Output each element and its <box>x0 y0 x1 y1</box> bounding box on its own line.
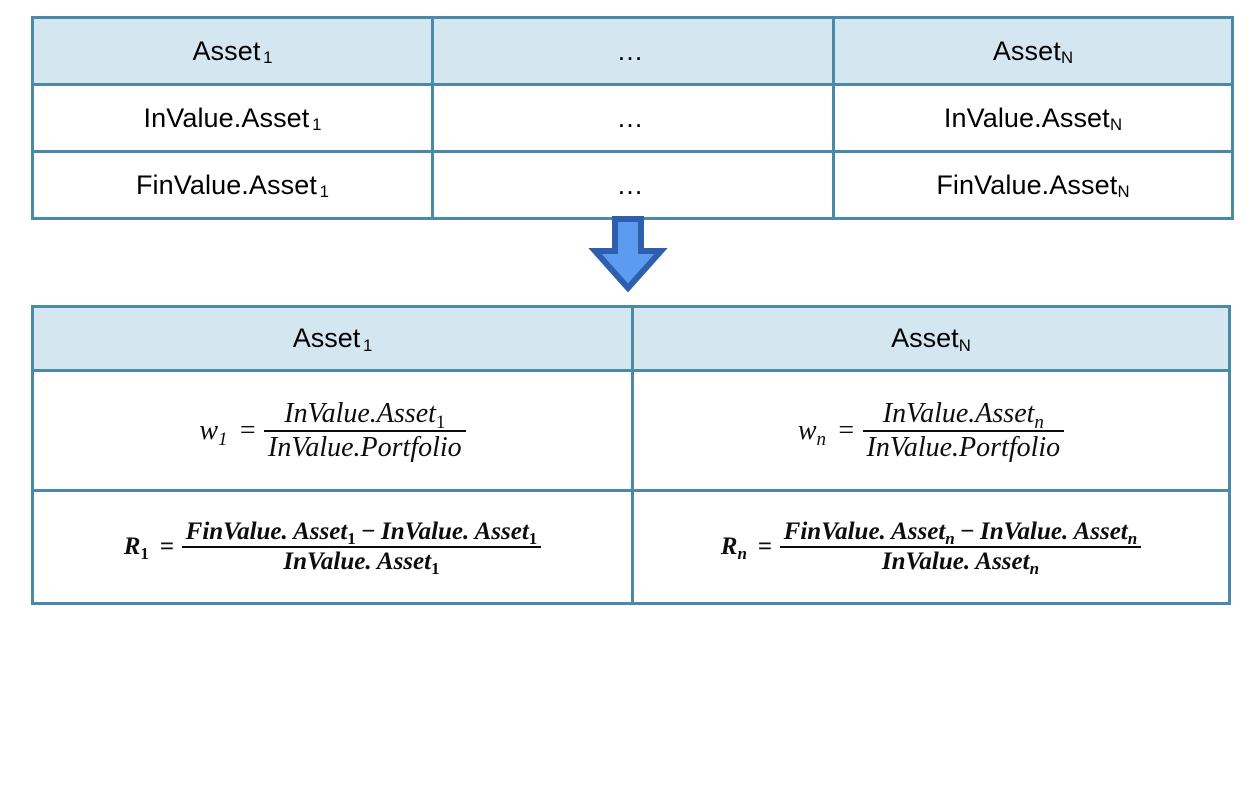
input-header-asset-1-subscript: 1 <box>263 48 273 68</box>
table-row: w1 = InValue.Asset1 InValue.Portfolio wn… <box>31 369 1231 492</box>
output-header-asset-1-base: Asset <box>292 323 361 353</box>
return-numerator-1: FinValue. Asset1−InValue. Asset1 <box>182 517 542 548</box>
weight-denominator-n: InValue.Portfolio <box>866 431 1061 463</box>
weight-numerator-text: InValue.Asset <box>284 398 436 430</box>
return-denominator-text: InValue. Asset <box>283 548 432 576</box>
fraction-bar <box>181 545 542 549</box>
input-header-asset-1-base: Asset <box>192 35 261 66</box>
weight-symbol: w <box>199 414 218 446</box>
invalue-ellipsis-cell: … <box>431 83 835 153</box>
output-header-asset-n-base: Asset <box>891 323 959 353</box>
return-numerator-left-subscript: n <box>945 528 955 548</box>
return-lhs-n: Rn <box>720 532 747 563</box>
input-header-ellipsis: … <box>431 16 835 86</box>
return-fraction-1: FinValue. Asset1−InValue. Asset1 InValue… <box>181 517 542 579</box>
equals-sign: = <box>838 414 855 446</box>
equals-sign: = <box>159 532 175 560</box>
ellipsis-icon: … <box>616 169 650 200</box>
return-lhs-1: R1 <box>123 532 149 563</box>
down-arrow-icon <box>588 216 668 293</box>
finvalue-asset-n-subscript: N <box>1117 182 1130 202</box>
weight-formula-asset-n-cell: wn = InValue.Assetn InValue.Portfolio <box>631 369 1231 492</box>
equals-sign: = <box>239 414 256 446</box>
return-denominator-subscript: 1 <box>431 559 440 579</box>
input-header-asset-n-subscript: N <box>1061 48 1074 68</box>
weight-numerator-subscript: 1 <box>435 411 446 433</box>
return-fraction-n: FinValue. Assetn−InValue. Assetn InValue… <box>779 517 1142 579</box>
weight-denominator-1: InValue.Portfolio <box>268 431 462 463</box>
finvalue-asset-n-base: FinValue.Asset <box>936 169 1118 200</box>
return-symbol: R <box>720 532 738 560</box>
weight-subscript: 1 <box>218 428 228 450</box>
return-denominator-text: InValue. Asset <box>881 548 1030 576</box>
ellipsis-icon: … <box>616 35 650 66</box>
equals-sign: = <box>757 532 773 560</box>
invalue-asset-1-subscript: 1 <box>312 115 322 135</box>
weight-formula-asset-1-cell: w1 = InValue.Asset1 InValue.Portfolio <box>31 369 634 492</box>
invalue-asset-1-base: InValue.Asset <box>143 102 310 133</box>
return-subscript: 1 <box>140 543 149 563</box>
input-header-asset-n: AssetN <box>832 16 1234 86</box>
return-numerator-left-subscript: 1 <box>347 528 356 548</box>
return-numerator-right: InValue. Asset <box>381 517 529 545</box>
return-numerator-n: FinValue. Assetn−InValue. Assetn <box>780 517 1142 548</box>
weight-lhs-n: wn <box>797 414 826 449</box>
fraction-bar <box>264 429 466 432</box>
return-numerator-right-subscript: n <box>1127 528 1138 548</box>
invalue-asset-n-cell: InValue.AssetN <box>832 83 1234 153</box>
return-symbol: R <box>123 532 141 560</box>
weight-numerator-n: InValue.Assetn <box>879 398 1048 432</box>
weight-numerator-1: InValue.Asset1 <box>280 398 449 432</box>
weight-subscript: n <box>816 428 827 450</box>
minus-sign: − <box>960 517 975 545</box>
return-formula-asset-n-cell: Rn = FinValue. Assetn−InValue. Assetn In… <box>631 489 1231 605</box>
return-numerator-left: FinValue. Asset <box>185 517 348 545</box>
output-header-asset-1-subscript: 1 <box>362 335 373 355</box>
invalue-asset-n-subscript: N <box>1109 115 1123 135</box>
fraction-bar <box>779 545 1142 549</box>
invalue-asset-n-base: InValue.Asset <box>943 102 1110 133</box>
finvalue-asset-1-base: FinValue.Asset <box>135 169 317 200</box>
weight-numerator-text: InValue.Asset <box>882 398 1035 430</box>
return-formula-asset-1: R1 = FinValue. Asset1−InValue. Asset1 In… <box>123 517 542 579</box>
return-numerator-right: InValue. Asset <box>980 517 1128 545</box>
return-numerator-right-subscript: 1 <box>528 528 538 548</box>
weight-formula-asset-n: wn = InValue.Assetn InValue.Portfolio <box>797 398 1065 463</box>
return-formula-asset-n: Rn = FinValue. Assetn−InValue. Assetn In… <box>720 517 1142 579</box>
minus-sign: − <box>361 517 376 545</box>
return-subscript: n <box>737 543 747 563</box>
weight-formula-asset-1: w1 = InValue.Asset1 InValue.Portfolio <box>199 398 466 463</box>
finvalue-ellipsis-cell: … <box>431 150 835 220</box>
return-formula-asset-1-cell: R1 = FinValue. Asset1−InValue. Asset1 In… <box>31 489 634 605</box>
output-header-asset-n-subscript: N <box>958 335 971 355</box>
return-denominator-n: InValue. Assetn <box>878 548 1043 579</box>
weight-fraction-1: InValue.Asset1 InValue.Portfolio <box>264 398 466 463</box>
weight-lhs-1: w1 <box>199 414 227 449</box>
return-numerator-left: FinValue. Asset <box>783 517 946 545</box>
weight-fraction-n: InValue.Assetn InValue.Portfolio <box>862 398 1065 463</box>
output-header-asset-n: AssetN <box>631 305 1231 372</box>
weight-symbol: w <box>797 414 817 446</box>
weight-numerator-subscript: n <box>1034 411 1044 433</box>
return-denominator-subscript: n <box>1029 559 1040 579</box>
fraction-bar <box>862 429 1065 432</box>
return-denominator-1: InValue. Asset1 <box>279 548 443 579</box>
finvalue-asset-1-subscript: 1 <box>319 182 330 202</box>
finvalue-asset-n-cell: FinValue.AssetN <box>832 150 1234 220</box>
table-row: R1 = FinValue. Asset1−InValue. Asset1 In… <box>31 489 1231 605</box>
input-header-asset-n-base: Asset <box>992 35 1061 66</box>
ellipsis-icon: … <box>616 102 650 133</box>
